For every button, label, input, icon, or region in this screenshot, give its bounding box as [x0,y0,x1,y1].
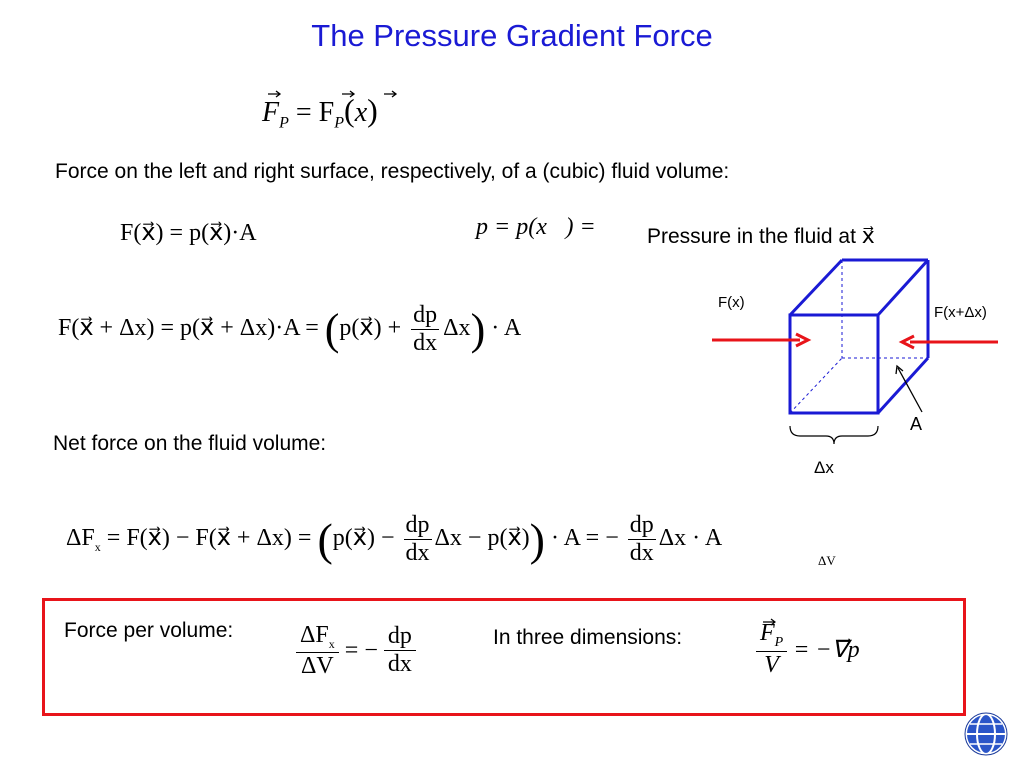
eq-top-paren-close: ) [367,92,378,128]
pressure-label: Pressure in the fluid at x⃗ [647,223,875,249]
eq-net-frac1: dp dx [403,512,432,567]
eq-td-den: V [764,651,779,678]
eq-right-surface-paren: p(x⃗) + [339,315,402,342]
eq-left-surface: F(x⃗) = p(x⃗)·A [120,220,257,246]
eq-top-arrows [268,90,398,98]
eq-pv-rhs-num: dp [383,623,416,652]
eq-p-def: p = p(x⃗) = [476,214,596,240]
eq-net-frac2-num: dp [627,512,656,540]
label-fx: F(x) [718,294,745,311]
eq-net-under: ΔV [818,553,836,568]
label-fxdx: F(x+Δx) [934,304,987,321]
arrow-left-head [795,332,812,348]
eq-td-num: FP [756,620,788,652]
eq-right-fraction: dp dx [411,302,440,357]
label-dx: Δx [814,458,834,477]
equation-top: FP = FP(x) [262,92,378,133]
eq-net-frac2: dp dx [627,512,656,567]
eq-td-frac: FP V [756,620,788,679]
eq-top-paren-open: ( [344,92,355,128]
eq-pv-num: ΔFx [296,622,339,653]
pressure-label-var: x⃗ [861,223,875,248]
cube-hidden-diagonal [789,357,843,414]
eq-net-part3: Δx · A [658,525,723,552]
eq-net-lhs-sub: x [94,539,101,554]
eq-right-frac-num: dp [411,302,440,330]
eq-pv-num-sub: x [328,636,335,651]
eq-top-lhs-sub: P [279,114,289,132]
eq-right-surface: F(x⃗ + Δx) = p(x⃗ + Δx)·A = (p(x⃗) + dp … [58,302,521,357]
eq-top-rhs-sub: P [334,114,345,132]
eq-net-paren-a: p(x⃗) − [332,525,395,552]
eq-three-dim: FP V = −∇⃗p [756,620,860,679]
cube-edge-tl [788,258,844,317]
eq-right-paren-close: ) [470,305,486,354]
label-area: A [910,414,923,434]
eq-net-paren-close: ) [529,514,545,565]
eq-pv-frac: ΔFx ΔV [296,622,339,680]
eq-pv-rhs-frac: dp dx [383,623,416,678]
page-title: The Pressure Gradient Force [311,18,713,53]
intro-text: Force on the left and right surface, res… [55,160,730,183]
eq-net-frac1-num: dp [403,512,432,540]
arrow-right-head [898,334,915,350]
globe-logo-icon [964,712,1008,756]
cube-diagram [712,258,998,445]
eq-pv-den: ΔV [301,652,334,679]
eq-pv-eq: = − [344,637,378,664]
eq-net-part1: = F(x⃗) − F(x⃗ + Δx) = [106,525,312,552]
eq-top-rhs: = F [295,97,335,128]
eq-net-lhs: ΔF [66,525,95,552]
eq-right-surface-left: F(x⃗ + Δx) = p(x⃗ + Δx)·A = [58,315,319,342]
eq-net-force: ΔFx = F(x⃗) − F(x⃗ + Δx) = (p(x⃗) − dp d… [66,512,722,567]
eq-right-paren-open: ( [324,305,340,354]
eq-top-arg: x [354,97,368,128]
eq-td-num-text: F [760,620,775,646]
cube-edge-tr [876,258,930,317]
eq-net-paren-open: ( [317,514,333,565]
net-force-text: Net force on the fluid volume: [53,432,327,455]
eq-td-vector-arrow [763,618,776,626]
cube-edge-br [876,356,930,415]
eq-net-part2: · A = − [550,525,619,552]
area-pointer-head [895,364,904,375]
eq-td-rhs: = −∇⃗p [793,636,860,663]
area-pointer [897,367,923,413]
eq-net-paren-b: Δx − p(x⃗) [434,525,530,552]
eq-net-frac1-den: dx [405,540,430,566]
eq-right-surface-end: · A [491,315,522,342]
eq-right-frac-den: dx [413,330,438,356]
cube-front-face [788,313,880,415]
eq-per-volume: ΔFx ΔV = − dp dx [296,622,416,680]
eq-pv-num-text: ΔF [300,622,329,648]
dx-brace [789,425,879,445]
eq-td-num-sub: P [774,634,784,650]
per-volume-label: Force per volume: [64,619,234,642]
pressure-label-text: Pressure in the fluid at [647,225,856,248]
summary-box [42,598,966,716]
three-dim-label: In three dimensions: [493,626,683,649]
eq-net-frac2-den: dx [629,540,654,566]
eq-right-surface-tail: Δx [443,315,471,342]
eq-top-lhs: F [262,97,280,128]
eq-pv-rhs-den: dx [387,651,412,678]
